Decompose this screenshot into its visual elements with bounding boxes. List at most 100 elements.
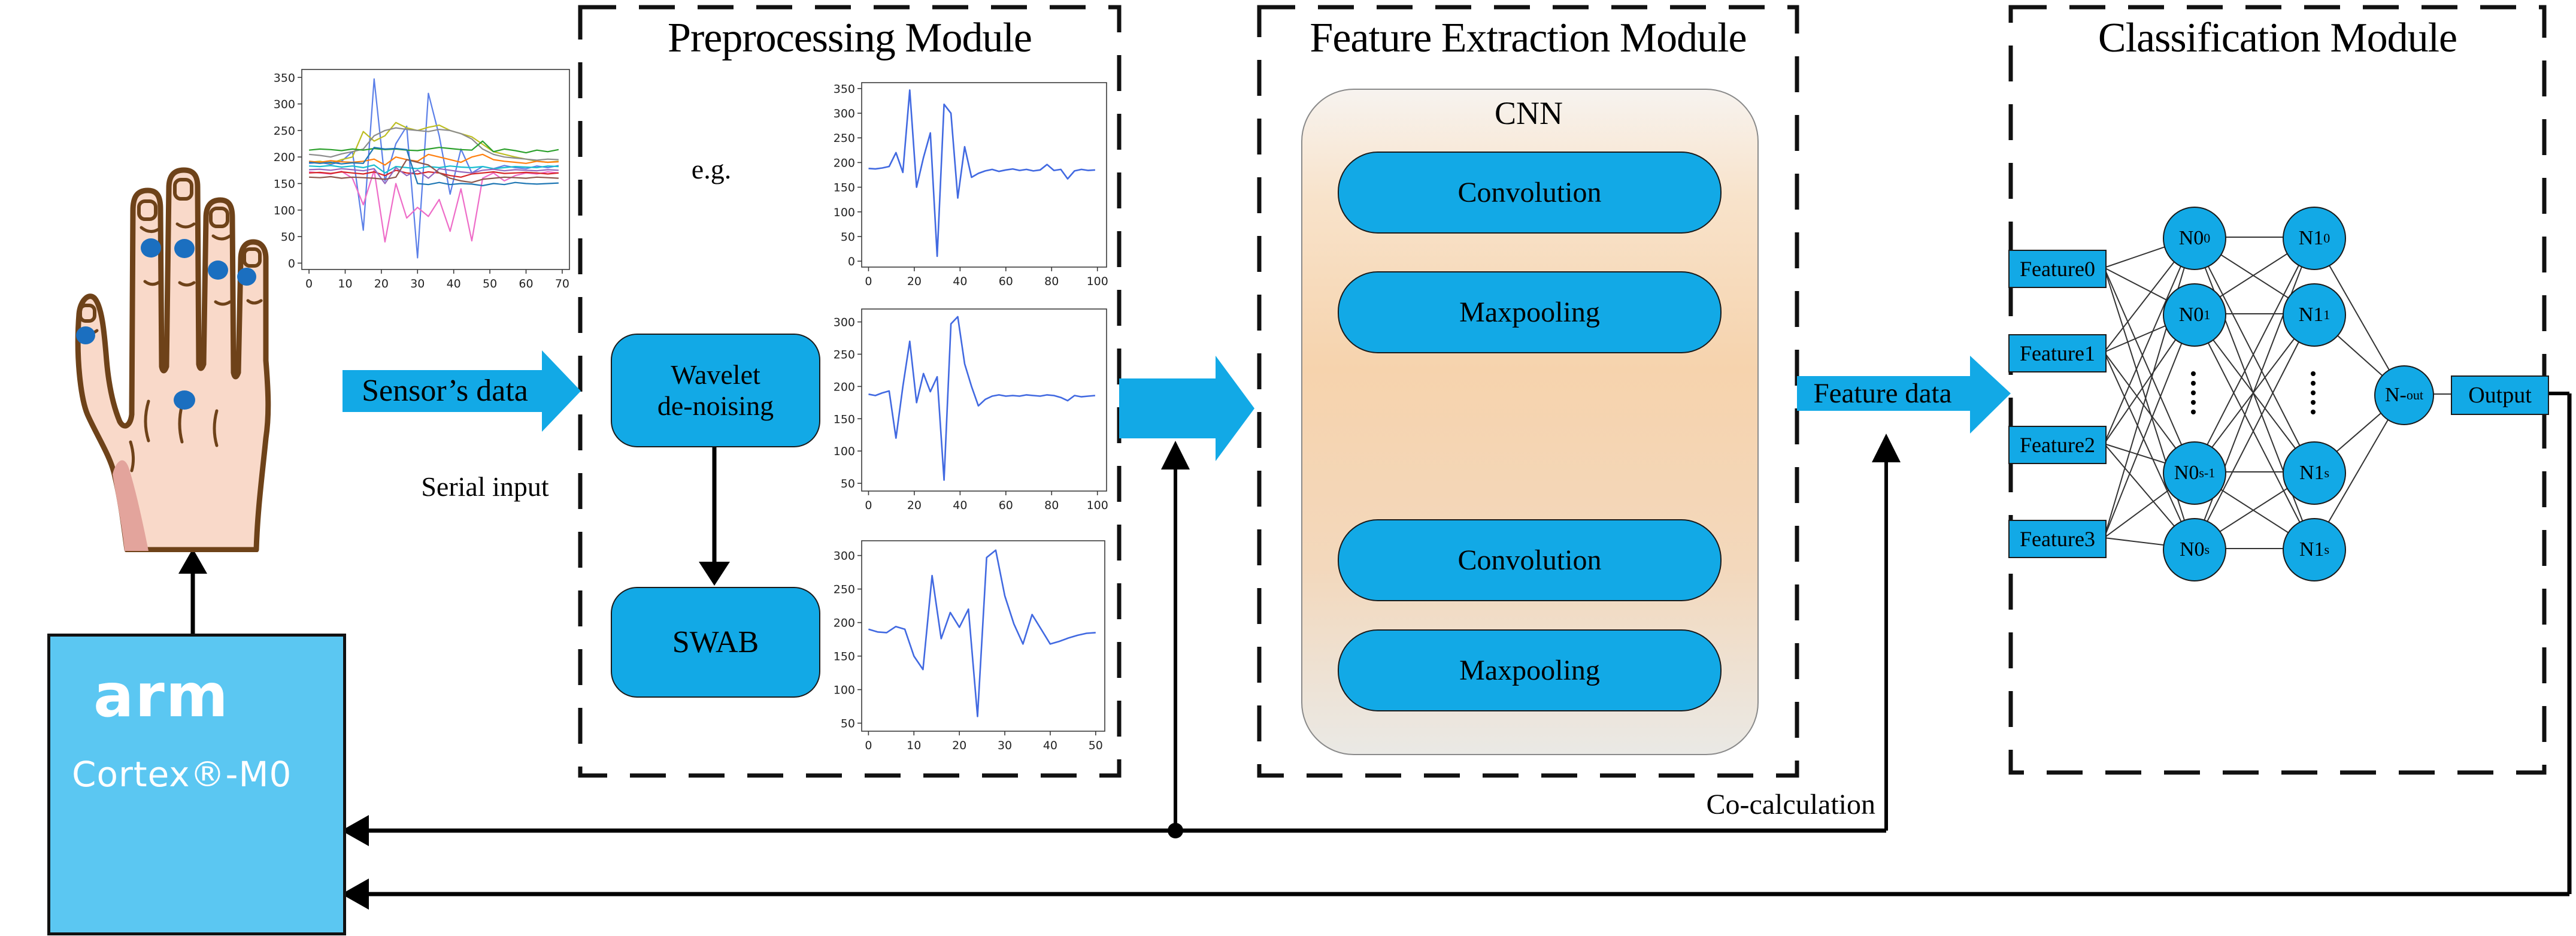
nn-ellipsis-dots (2191, 371, 2316, 414)
cyan-arrow-sensors-data (343, 350, 581, 432)
svg-text:50: 50 (1089, 739, 1103, 752)
svg-text:30: 30 (410, 277, 425, 290)
output-label: Output (2468, 383, 2532, 408)
neuron-n0-3-label: N0 (2179, 538, 2205, 561)
cnn-pill-maxpooling-3: Maxpooling (1338, 629, 1722, 711)
dashed-box-feature-extraction (1257, 5, 1799, 778)
neuron-n0-0-subscript: 0 (2204, 231, 2211, 246)
classification-module-title: Classification Module (2098, 15, 2457, 61)
svg-text:20: 20 (907, 499, 922, 512)
neuron-n1-1-subscript: 1 (2323, 307, 2330, 322)
cnn-pill-convolution-2: Convolution (1338, 519, 1722, 601)
svg-text:100: 100 (834, 445, 855, 458)
fingernails (78, 178, 262, 323)
swab-label: SWAB (672, 625, 759, 659)
sensor-dots (76, 238, 256, 410)
arrow-wavelet-to-swab (699, 445, 730, 586)
wavelet-line1: Wavelet (671, 359, 760, 390)
serial-input-label: Serial input (421, 471, 549, 502)
svg-text:50: 50 (841, 231, 855, 244)
svg-text:100: 100 (274, 204, 295, 217)
arm-logo: arm (93, 661, 229, 731)
chart-sensor-series-ch9 (309, 159, 559, 183)
feature-input-box-1: Feature1 (2008, 334, 2107, 372)
eg-label: e.g. (691, 154, 732, 184)
svg-text:10: 10 (338, 277, 352, 290)
svg-text:0: 0 (865, 275, 872, 288)
chart-sensor-series-ch2 (308, 122, 559, 164)
svg-text:80: 80 (1044, 499, 1059, 512)
chart-sensor-series-ch4 (308, 140, 559, 154)
wavelet-denoising-box: Wavelet de-noising (611, 334, 820, 447)
svg-text:250: 250 (274, 125, 295, 138)
svg-text:40: 40 (1043, 739, 1057, 752)
svg-text:0: 0 (865, 739, 872, 752)
neuron-n1-0-subscript: 0 (2323, 231, 2330, 246)
svg-text:250: 250 (834, 583, 855, 596)
neuron-n1-3-label: N1 (2299, 538, 2325, 561)
svg-text:20: 20 (374, 277, 389, 290)
svg-text:0: 0 (305, 277, 313, 290)
chart-swab-series-segmented (868, 549, 1096, 717)
svg-text:150: 150 (274, 177, 295, 190)
neuron-n0-2-label: N0 (2174, 462, 2199, 484)
chart-sensor-series-ch5 (308, 153, 559, 166)
chart-sensor-series-ch8 (309, 166, 559, 184)
neuron-n-out: N-out (2374, 365, 2434, 425)
chart-sensor-series-ch0 (308, 78, 559, 259)
svg-text:150: 150 (834, 413, 855, 426)
svg-text:60: 60 (999, 499, 1013, 512)
svg-text:60: 60 (519, 277, 533, 290)
svg-text:100: 100 (1087, 275, 1108, 288)
junction-dot (1168, 823, 1183, 838)
svg-text:300: 300 (834, 550, 855, 563)
chart-sensor-series-ch6 (309, 164, 559, 174)
feature-input-box-3: Feature3 (2008, 520, 2107, 558)
svg-text:80: 80 (1044, 275, 1059, 288)
chart-noisy-series-raw (868, 89, 1095, 258)
svg-text:50: 50 (841, 477, 855, 490)
svg-text:250: 250 (834, 348, 855, 361)
svg-text:50: 50 (841, 717, 855, 731)
feedback-line-2 (341, 392, 2572, 910)
svg-text:200: 200 (834, 156, 855, 169)
chart-sensor-series-ch3 (308, 127, 559, 161)
svg-text:40: 40 (953, 499, 967, 512)
neuron-n1-2-label: N1 (2299, 462, 2325, 484)
svg-text:40: 40 (447, 277, 461, 290)
svg-text:300: 300 (274, 98, 295, 111)
svg-text:350: 350 (834, 83, 855, 96)
cnn-pill-convolution-0: Convolution (1338, 152, 1722, 234)
chart-wavelet-series-denoised (868, 316, 1096, 481)
feature-data-arrow-label: Feature data (1813, 378, 1952, 409)
cyan-arrow-module-flow (1119, 356, 1254, 461)
svg-text:40: 40 (953, 275, 967, 288)
cnn-label: CNN (1494, 95, 1563, 131)
chart-sensor-series-ch7 (309, 169, 559, 178)
hand-silhouette (75, 167, 271, 553)
svg-text:200: 200 (274, 151, 295, 164)
cortex-m0-label: Cortex®-M0 (72, 754, 292, 795)
svg-text:100: 100 (1087, 499, 1108, 512)
svg-text:0: 0 (848, 255, 855, 268)
svg-text:150: 150 (834, 650, 855, 664)
feature-input-box-2: Feature2 (2008, 426, 2107, 464)
wavelet-line2: de-noising (657, 390, 774, 421)
sensors-data-arrow-label: Sensor’s data (362, 374, 528, 408)
svg-text:250: 250 (834, 132, 855, 145)
neuron-n1-3-subscript: s (2324, 542, 2330, 557)
neuron-n1-2-subscript: s (2324, 465, 2330, 480)
svg-text:300: 300 (834, 107, 855, 120)
neuron-n0-3-subscript: s (2204, 542, 2210, 557)
neuron-n0-1-subscript: 1 (2204, 307, 2211, 322)
output-box: Output (2451, 375, 2549, 415)
